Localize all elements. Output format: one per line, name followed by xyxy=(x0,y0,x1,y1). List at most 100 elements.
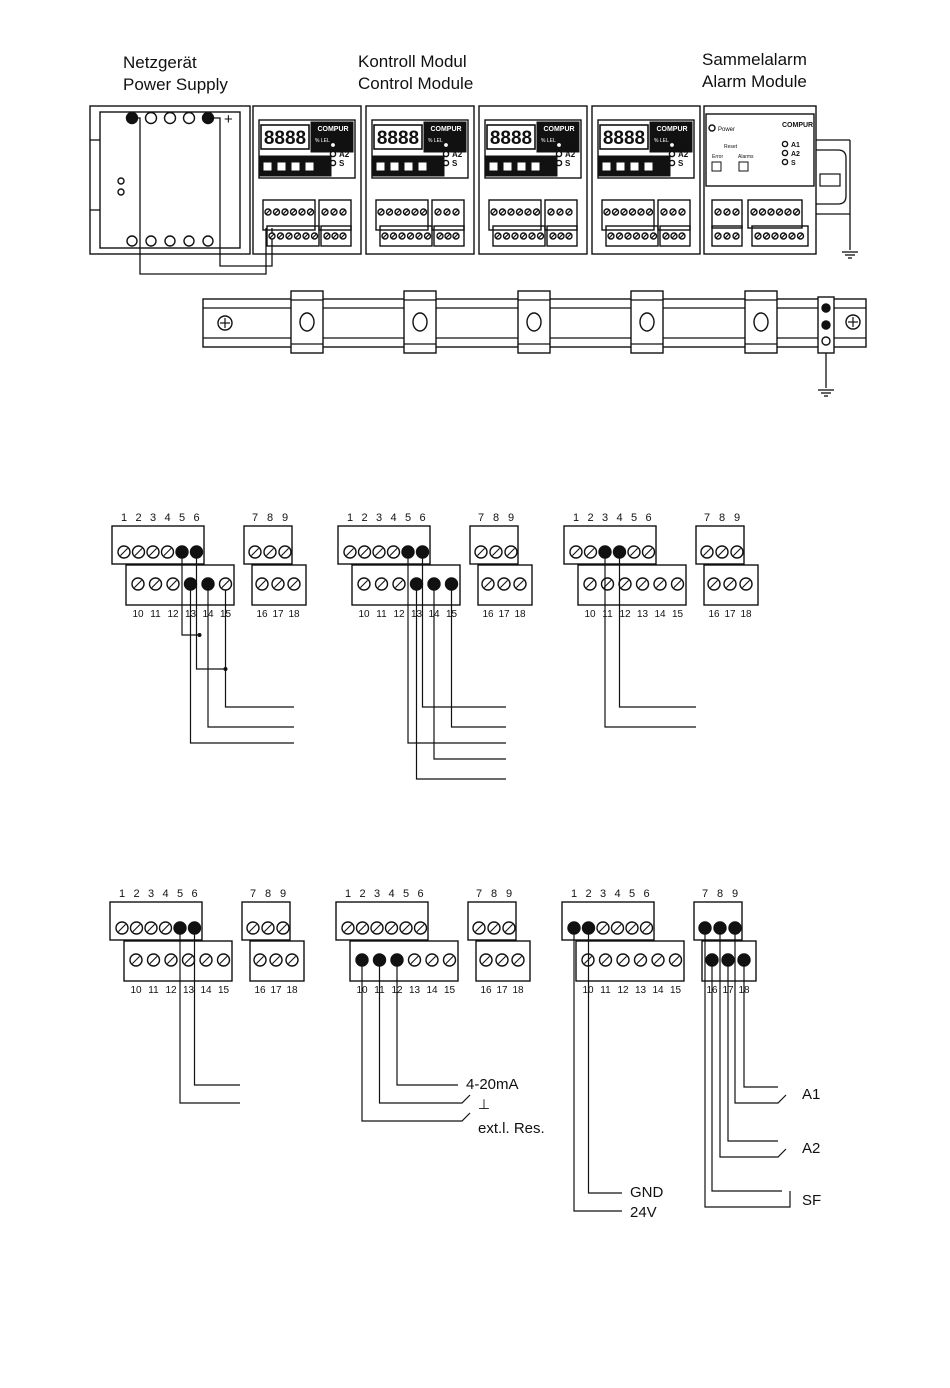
screw-slot xyxy=(402,924,410,932)
alarm-led-a1 xyxy=(781,140,789,148)
terminal-screw-connected xyxy=(705,953,719,967)
screw-slot xyxy=(621,209,627,215)
wire-junction xyxy=(197,633,202,637)
mounting-rail xyxy=(202,290,867,397)
screw-slot xyxy=(671,956,680,964)
screw-slot xyxy=(340,209,346,215)
screw-slot xyxy=(399,233,405,239)
terminal-number: 2 xyxy=(587,512,593,524)
screw-slot xyxy=(538,233,543,239)
wire-14 xyxy=(207,590,294,728)
terminal-block-lower-small xyxy=(475,940,531,982)
terminal-block-lower xyxy=(123,940,233,982)
label-a1: A1 xyxy=(802,1086,820,1103)
screw-slot xyxy=(324,233,330,239)
power-terminal-bottom xyxy=(202,235,214,247)
screw-slot xyxy=(651,233,656,239)
led-a2 xyxy=(329,150,337,158)
wire-8 xyxy=(719,934,787,1158)
screw-slot xyxy=(389,548,398,556)
screw-slot xyxy=(625,233,631,239)
screw-slot xyxy=(290,580,298,588)
control-button xyxy=(262,161,273,172)
terminal-block-right xyxy=(431,199,465,231)
screw-slot xyxy=(505,924,513,932)
alarm-terminal-block-lower-left xyxy=(711,225,743,247)
terminal-number: 4 xyxy=(388,888,394,900)
screw-slot xyxy=(550,233,556,239)
screw-slot xyxy=(360,548,369,556)
terminal-number: 9 xyxy=(280,888,286,900)
control-button xyxy=(290,161,301,172)
control-button xyxy=(502,161,513,172)
screw-slot xyxy=(715,233,721,239)
screw-slot xyxy=(281,548,289,556)
led-label-s: S xyxy=(339,159,345,168)
screw-slot xyxy=(477,548,485,556)
terminal-number: 5 xyxy=(177,888,183,900)
terminal-screw-connected xyxy=(409,577,424,591)
control-button xyxy=(530,161,541,172)
terminal-block-upper-small xyxy=(469,525,519,565)
led-a1 xyxy=(668,141,676,149)
terminal-block-upper-small xyxy=(241,901,291,941)
led-a2 xyxy=(668,150,676,158)
control-button xyxy=(403,161,414,172)
indicator-led xyxy=(117,177,125,185)
screw-slot xyxy=(395,209,401,215)
screw-slot xyxy=(134,548,143,556)
power-supply-label-de: Netzgerät xyxy=(123,53,197,72)
terminal-number: 7 xyxy=(478,512,484,524)
rail-clip-4 xyxy=(630,290,664,354)
screw-slot xyxy=(661,209,667,215)
screw-slot xyxy=(358,924,367,932)
screw-slot xyxy=(751,209,757,215)
screw-slot xyxy=(332,233,338,239)
alarm-faceplate xyxy=(705,113,815,187)
terminal-number: 17 xyxy=(724,609,736,620)
alarm-terminal-block-lower-right xyxy=(751,225,809,247)
terminal-block-lower-left xyxy=(605,225,659,247)
terminal-screw-connected xyxy=(175,545,189,559)
terminal-block-left xyxy=(601,199,655,231)
terminal-number: 8 xyxy=(719,512,725,524)
terminal-block-right xyxy=(544,199,578,231)
screw-slot xyxy=(120,548,128,556)
screw-slot xyxy=(482,956,490,964)
alarm-led-label-s: S xyxy=(791,160,796,167)
control-module-header: Kontroll Modul Control Module xyxy=(358,51,473,95)
screw-slot xyxy=(566,233,572,239)
terminal-number: 12 xyxy=(619,609,631,620)
seven-segment-display xyxy=(373,124,423,150)
label-24v: 24V xyxy=(630,1204,657,1221)
screw-slot xyxy=(777,209,782,215)
led-label-a2: A2 xyxy=(565,150,576,159)
alarm-led-label-a1: A1 xyxy=(791,142,800,149)
screw-slot xyxy=(495,233,501,239)
module-brand: COMPUR xyxy=(543,126,574,133)
screw-slot xyxy=(288,956,296,964)
control-button xyxy=(629,161,640,172)
screw-slot xyxy=(453,233,459,239)
screw-slot xyxy=(169,580,177,588)
terminal-number: 16 xyxy=(256,609,268,620)
wire-4 xyxy=(618,558,696,708)
screw-slot xyxy=(768,209,774,215)
terminal-number: 16 xyxy=(480,985,492,996)
screw-slot xyxy=(628,924,636,932)
screw-slot xyxy=(512,233,518,239)
terminal-block-upper xyxy=(561,901,655,941)
control-button xyxy=(488,161,499,172)
display-digits: 8888 xyxy=(377,128,419,149)
indicator-led xyxy=(117,188,125,196)
terminal-number: 4 xyxy=(164,512,170,524)
screw-slot xyxy=(500,209,505,215)
terminal-number: 7 xyxy=(250,888,256,900)
screw-slot xyxy=(529,233,535,239)
power-supply-label-en: Power Supply xyxy=(123,75,228,94)
terminal-number: 6 xyxy=(191,888,197,900)
terminal-number: 11 xyxy=(150,609,161,620)
clip-hole xyxy=(299,312,315,332)
wire-10 xyxy=(361,966,471,1122)
